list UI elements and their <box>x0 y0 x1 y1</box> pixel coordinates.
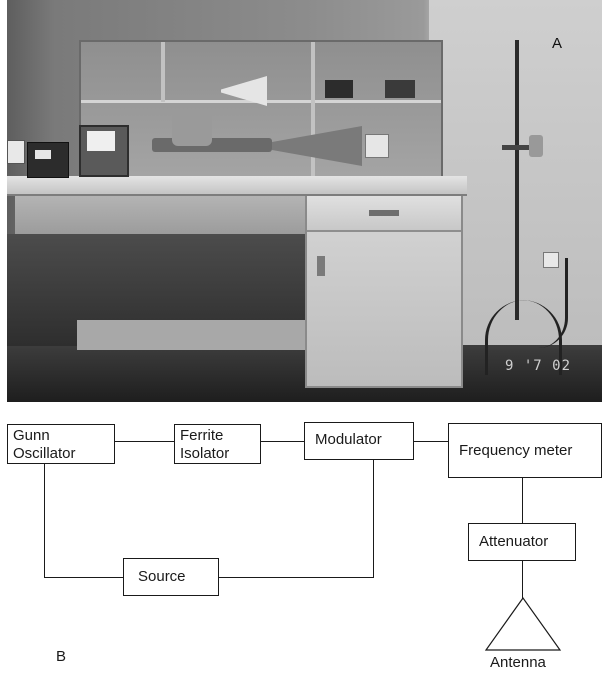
tripod-leg <box>485 300 528 375</box>
shelf-object <box>385 80 415 98</box>
stand-clamp <box>502 145 542 150</box>
gunn-oscillator-block: Gunn Oscillator <box>7 424 115 464</box>
antenna-symbol <box>484 596 562 651</box>
connector-gunn-isolator <box>114 441 174 442</box>
attenuator-block: Attenuator <box>468 523 576 561</box>
power-supply <box>27 142 69 178</box>
bench-apron <box>15 194 305 234</box>
connector-modulator-down <box>373 460 374 578</box>
connector-gunn-source <box>44 577 124 578</box>
ferrite-isolator-block: Ferrite Isolator <box>174 424 261 464</box>
antenna-label: Antenna <box>490 654 546 671</box>
probe <box>529 135 543 157</box>
wall-socket <box>365 134 389 158</box>
bench-top <box>7 176 467 196</box>
modulator-block: Modulator <box>304 422 414 460</box>
laboratory-photo: 9 '7 02 <box>7 0 602 402</box>
connector-isolator-modulator <box>260 441 305 442</box>
tripod-leg <box>519 300 562 375</box>
waveguide-assembly <box>152 138 272 152</box>
wall-shelf-unit <box>79 40 443 184</box>
shelf-divider <box>311 42 315 182</box>
connector-modulator-frequency <box>413 441 448 442</box>
cabinet-handle <box>317 256 325 276</box>
shelf-divider <box>161 42 165 102</box>
connector-frequency-attenuator <box>522 478 523 523</box>
frequency-meter-block: Frequency meter <box>448 423 602 478</box>
small-instrument <box>7 140 25 164</box>
cable <box>525 258 568 348</box>
source-block: Source <box>123 558 219 596</box>
shelf-object <box>325 80 353 98</box>
drawer-handle <box>369 210 399 216</box>
stand-pole <box>515 40 519 320</box>
bench-lower-shelf <box>77 320 307 350</box>
panel-label-a: A <box>552 35 563 52</box>
power-supply-display <box>35 150 51 159</box>
date-stamp: 9 '7 02 <box>505 358 572 374</box>
connector-source-modulator <box>218 577 373 578</box>
panel-label-b: B <box>56 648 67 665</box>
meter-dial <box>87 131 115 151</box>
connector-attenuator-antenna <box>522 561 523 599</box>
waveguide-components <box>172 112 212 146</box>
connector-gunn-down <box>44 462 45 577</box>
